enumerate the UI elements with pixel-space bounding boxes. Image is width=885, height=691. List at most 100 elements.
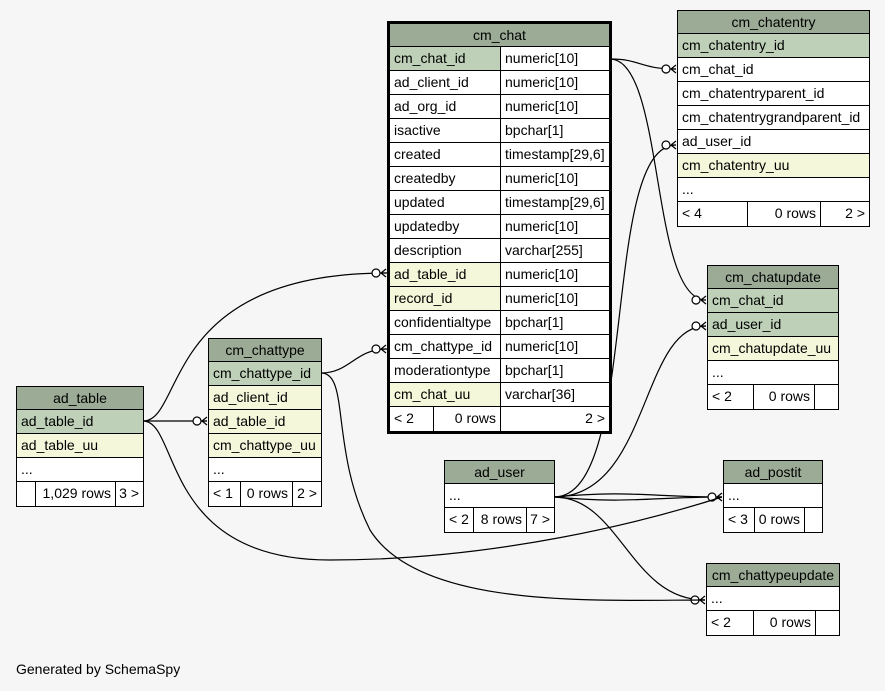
rel-chattype-to-chattypeupdate (320, 372, 706, 601)
crowfoot-end (691, 295, 707, 305)
table-footer: < 2 8 rows 7 > (445, 508, 554, 532)
column-name: moderationtype (390, 359, 500, 382)
column-name: cm_chatentryparent_id (678, 82, 869, 105)
column-type: numeric[10] (500, 167, 609, 190)
column-name: ad_org_id (390, 95, 500, 118)
column-name: cm_chat_uu (390, 383, 500, 406)
column-type: timestamp[29,6] (500, 143, 609, 166)
column-name: ad_table_id (390, 263, 500, 286)
column-name: ... (707, 587, 839, 610)
column-row: cm_chatentrygrandparent_id (678, 106, 869, 130)
column-type: numeric[10] (500, 95, 609, 118)
column-name: cm_chat_id (390, 47, 500, 70)
rel-aduser-to-chatupdate (553, 325, 707, 498)
column-name: cm_chatentrygrandparent_id (678, 106, 869, 129)
footer-children (814, 385, 838, 409)
column-name: ... (209, 458, 321, 481)
column-name: cm_chatentry_uu (678, 154, 869, 177)
column-name: ... (724, 484, 822, 507)
table-footer: < 2 0 rows (708, 385, 838, 409)
column-type: varchar[36] (500, 383, 609, 406)
table-cm-chattypeupdate[interactable]: cm_chattypeupdate ... < 2 0 rows (706, 563, 840, 636)
crowfoot-end (192, 416, 208, 426)
column-row: ad_table_uu (17, 434, 143, 458)
crowfoot-end (661, 140, 677, 150)
column-name: ad_table_id (17, 410, 143, 433)
column-type: numeric[10] (500, 287, 609, 310)
table-footer: < 1 0 rows 2 > (209, 482, 321, 506)
column-row: ad_user_id (708, 313, 838, 337)
footer-children (804, 508, 822, 532)
footer-parents: < 4 (682, 205, 702, 221)
column-name: ... (678, 178, 869, 201)
column-type: numeric[10] (500, 215, 609, 238)
footer-parents: < 2 (712, 388, 732, 404)
table-title: cm_chat (390, 24, 609, 47)
footer-parents: < 2 (394, 410, 414, 426)
table-footer: < 3 0 rows (724, 508, 822, 532)
column-type: bpchar[1] (500, 311, 609, 334)
table-title: cm_chatentry (678, 11, 869, 34)
table-ad-postit[interactable]: ad_postit ... < 3 0 rows (723, 460, 823, 533)
column-name: createdby (390, 167, 500, 190)
column-name: cm_chatupdate_uu (708, 337, 838, 360)
column-name: record_id (390, 287, 500, 310)
table-title: ad_user (445, 461, 554, 484)
column-name: cm_chat_id (678, 58, 869, 81)
rel-chat-to-chatupdate (610, 58, 707, 301)
rel-aduser-to-chatentry (553, 144, 677, 498)
column-row: cm_chatentry_id (678, 34, 869, 58)
column-row: cm_chatupdate_uu (708, 337, 838, 361)
table-title: ad_postit (724, 461, 822, 484)
column-row: cm_chattype_uu (209, 434, 321, 458)
column-type: numeric[10] (500, 263, 609, 286)
column-name: ad_user_id (678, 130, 869, 153)
table-footer: 1,029 rows 3 > (17, 482, 143, 506)
table-title: cm_chattype (209, 339, 321, 362)
column-row: cm_chatentry_uu (678, 154, 869, 178)
footer-rowcount: 0 rows (240, 482, 292, 506)
footer-children: 2 > (500, 407, 609, 431)
column-type: bpchar[1] (500, 359, 609, 382)
column-row: ... (724, 484, 822, 508)
column-row: ... (445, 484, 554, 508)
column-type: numeric[10] (500, 71, 609, 94)
footer-parents: < 1 (213, 485, 233, 501)
column-row: ... (707, 587, 839, 611)
column-row: cm_chat_id (708, 289, 838, 313)
footer-rowcount: 0 rows (433, 407, 500, 431)
crowfoot-end (371, 268, 387, 278)
crowfoot-end (661, 64, 677, 74)
table-ad-user[interactable]: ad_user ... < 2 8 rows 7 > (444, 460, 555, 533)
generated-by-label: Generated by SchemaSpy (16, 661, 181, 677)
column-name: ... (708, 361, 838, 384)
column-name: cm_chat_id (708, 289, 838, 312)
column-type: numeric[10] (500, 335, 609, 358)
column-row: ... (678, 178, 869, 202)
footer-parents (17, 482, 35, 506)
column-row: ... (17, 458, 143, 482)
column-type: bpchar[1] (500, 119, 609, 142)
footer-parents: < 3 (728, 511, 748, 527)
column-name: created (390, 143, 500, 166)
column-row: cm_chattype_id (209, 362, 321, 386)
table-footer: < 2 0 rows (707, 611, 839, 635)
rel-adtable-to-chat (142, 272, 388, 422)
footer-rowcount: 1,029 rows (35, 482, 115, 506)
column-name: ad_client_id (209, 386, 321, 409)
